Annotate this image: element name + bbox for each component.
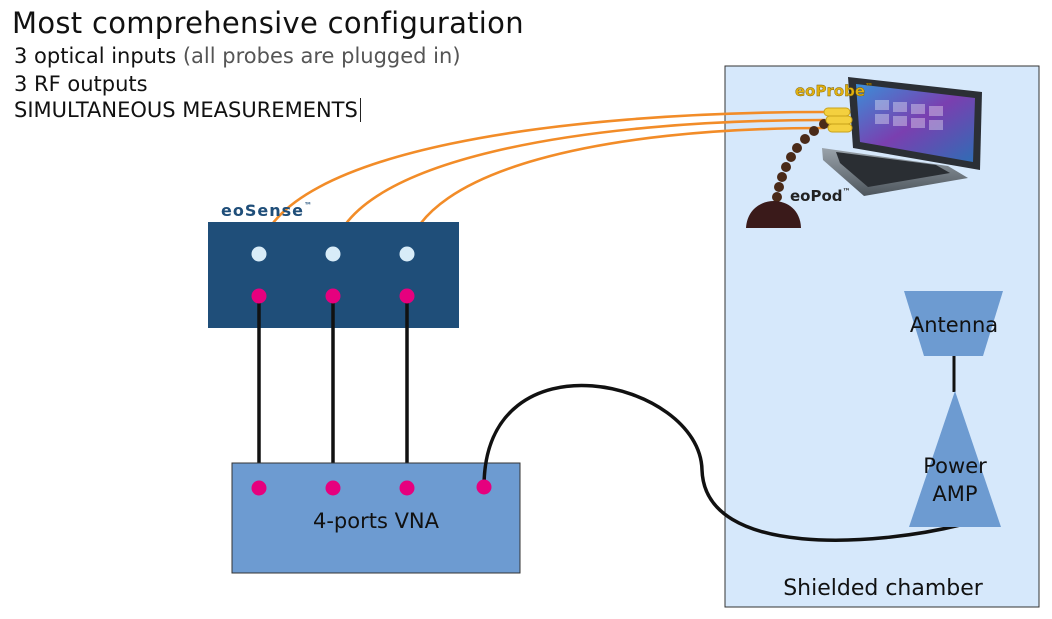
eosense-rf-port-3[interactable] xyxy=(399,288,415,304)
optical-inputs-note: (all probes are plugged in) xyxy=(182,44,461,68)
eopod-label: eoPod™ xyxy=(790,187,851,205)
rf-cable-4 xyxy=(482,383,961,542)
fiber-2 xyxy=(331,118,826,253)
eosense-rf-port-2[interactable] xyxy=(325,288,341,304)
laptop-screen xyxy=(856,84,975,162)
optical-port-3[interactable] xyxy=(399,246,415,262)
subtitle-rf-outputs: 3 RF outputs xyxy=(14,72,148,96)
power-amp-label-2: AMP xyxy=(932,482,977,506)
subtitle-simultaneous: SIMULTANEOUS MEASUREMENTS xyxy=(14,98,361,122)
vna-box xyxy=(231,462,521,574)
optical-fibers xyxy=(257,110,826,253)
vna-port-3[interactable] xyxy=(399,480,415,496)
eopod-base xyxy=(746,201,801,228)
fiber-3 xyxy=(405,126,826,253)
eoprobe-1 xyxy=(823,107,851,117)
optical-port-1[interactable] xyxy=(251,246,267,262)
laptop-tiles xyxy=(875,100,943,130)
page-title: Most comprehensive configuration xyxy=(12,6,524,40)
eosense-label: eoSense™ xyxy=(221,201,313,220)
vna-port-2[interactable] xyxy=(325,480,341,496)
laptop-keyboard xyxy=(836,152,950,187)
optical-port-2[interactable] xyxy=(325,246,341,262)
rf-cables xyxy=(257,296,409,488)
optical-inputs-text: 3 optical inputs xyxy=(14,44,177,68)
vna-port-1[interactable] xyxy=(251,480,267,496)
power-amp-label-1: Power xyxy=(923,454,987,478)
eoprobes xyxy=(823,107,853,133)
shielded-chamber-label: Shielded chamber xyxy=(783,576,984,601)
vna-label: 4-ports VNA xyxy=(313,509,440,533)
antenna-shape xyxy=(904,291,1003,356)
fiber-1 xyxy=(257,110,826,253)
eoprobe-3 xyxy=(827,123,853,133)
eosense-rf-port-1[interactable] xyxy=(251,288,267,304)
antenna-label: Antenna xyxy=(910,313,998,337)
eoprobe-label: eoProbe™ xyxy=(795,82,873,100)
eopod: eoPod™ xyxy=(746,119,851,228)
laptop xyxy=(822,77,982,196)
eoprobe-2 xyxy=(825,115,853,125)
subtitle-optical-inputs: 3 optical inputs (all probes are plugged… xyxy=(14,44,461,68)
vna-port-4[interactable] xyxy=(476,479,492,495)
power-amp-shape xyxy=(909,391,1001,527)
eopod-arm xyxy=(771,119,829,211)
